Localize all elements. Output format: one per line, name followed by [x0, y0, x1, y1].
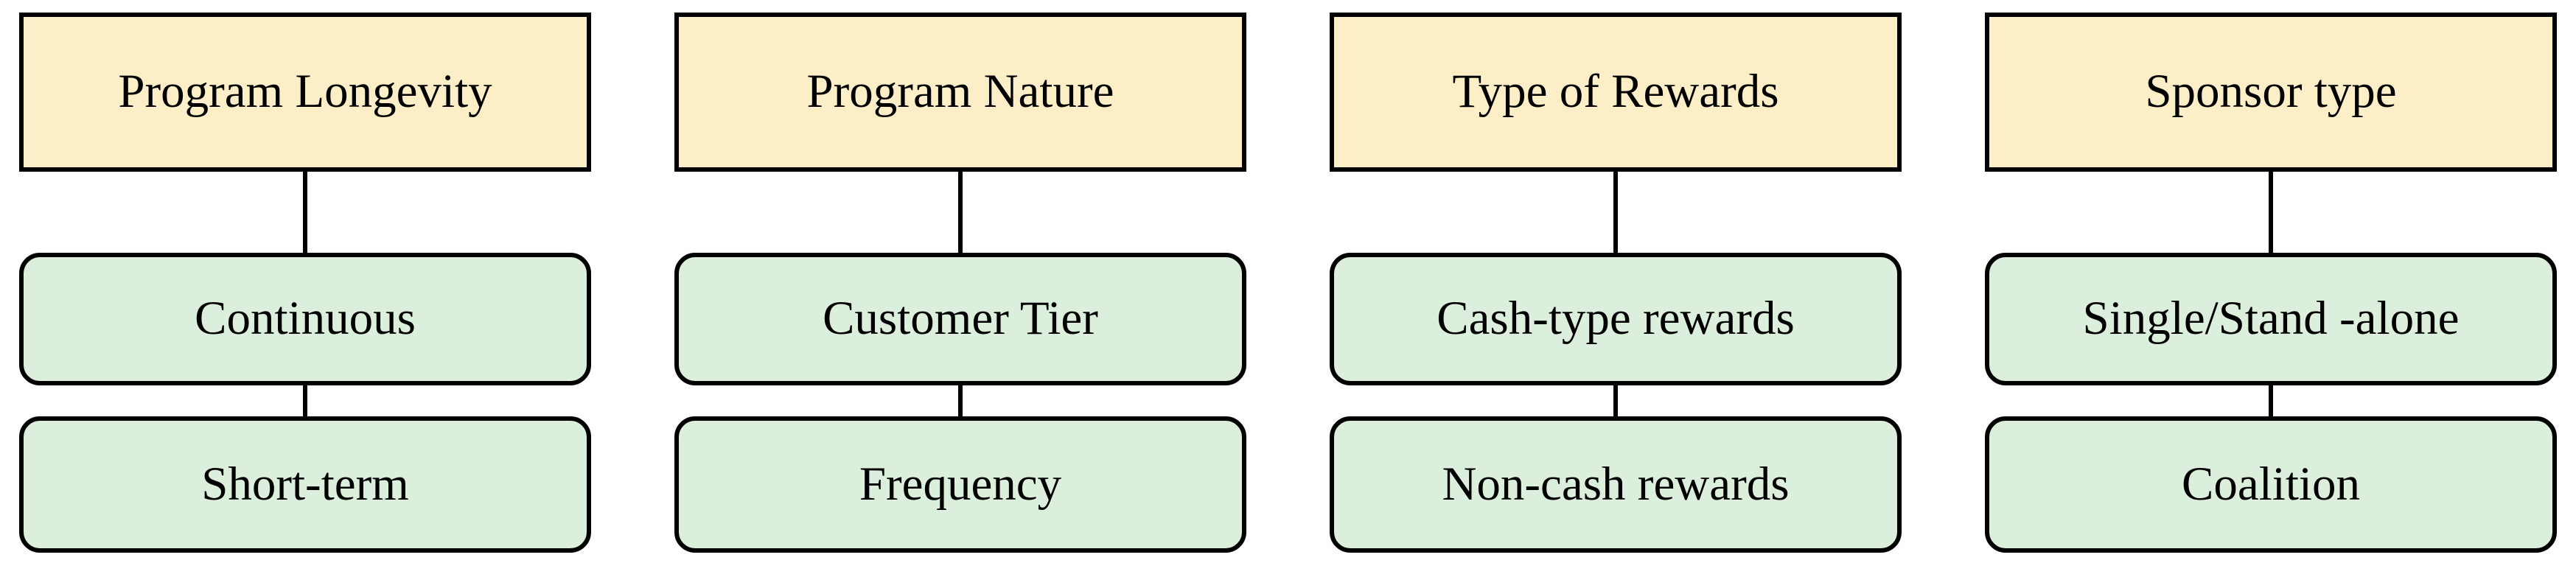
subcategory-box: Non-cash rewards — [1330, 416, 1902, 553]
column-type-of-rewards: Type of Rewards Cash-type rewards Non-ca… — [1330, 13, 1902, 553]
connector-line — [1613, 385, 1618, 416]
subcategory-box: Single/Stand -alone — [1985, 253, 2557, 385]
category-header-box: Sponsor type — [1985, 13, 2557, 172]
column-program-nature: Program Nature Customer Tier Frequency — [674, 13, 1246, 553]
column-sponsor-type: Sponsor type Single/Stand -alone Coaliti… — [1985, 13, 2557, 553]
subcategory-box: Cash-type rewards — [1330, 253, 1902, 385]
column-program-longevity: Program Longevity Continuous Short-term — [19, 13, 591, 553]
connector-line — [303, 385, 307, 416]
connector-line — [1613, 172, 1618, 253]
category-header-box: Program Longevity — [19, 13, 591, 172]
connector-line — [303, 172, 307, 253]
subcategory-box: Customer Tier — [674, 253, 1246, 385]
subcategory-box: Frequency — [674, 416, 1246, 553]
connector-line — [2269, 172, 2273, 253]
category-header-box: Type of Rewards — [1330, 13, 1902, 172]
connector-line — [958, 385, 963, 416]
connector-line — [2269, 385, 2273, 416]
subcategory-box: Short-term — [19, 416, 591, 553]
subcategory-box: Coalition — [1985, 416, 2557, 553]
subcategory-box: Continuous — [19, 253, 591, 385]
connector-line — [958, 172, 963, 253]
category-header-box: Program Nature — [674, 13, 1246, 172]
